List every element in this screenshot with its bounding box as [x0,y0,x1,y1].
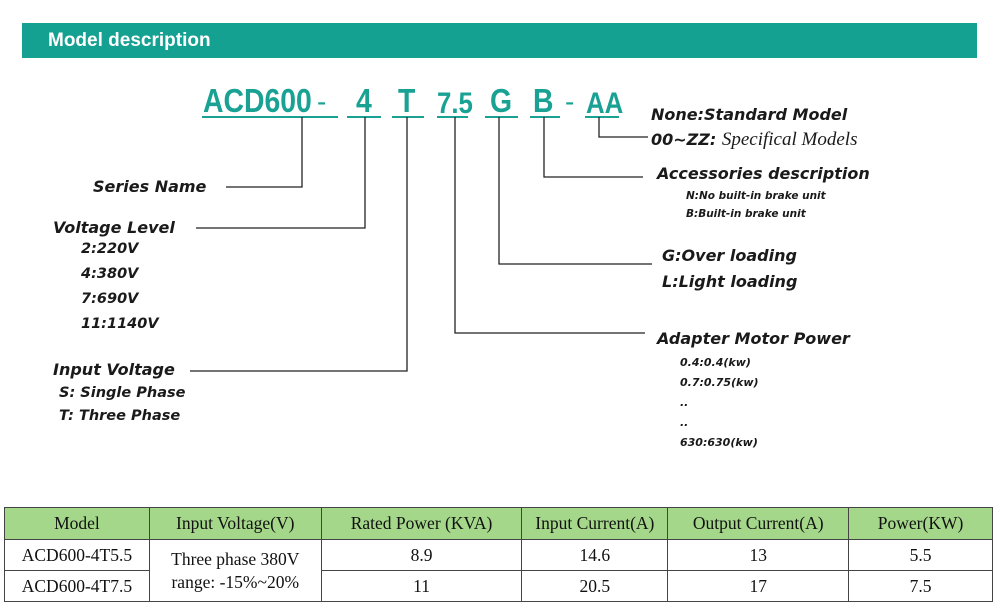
col-header-model: Model [4,507,150,540]
input-voltage-item: S: Single Phase [59,385,186,401]
code-voltage: 4 [356,82,372,119]
voltage-item: 11:1140V [81,316,159,332]
col-header-rated-power: Rated Power (KVA) [320,507,523,540]
label-accessories: Accessories description [657,164,870,183]
col-header-output-current: Output Current(A) [667,507,850,540]
cell-model: ACD600-4T5.5 [4,539,150,571]
special-text: Specifical Models [721,129,858,150]
cell-input-current: 14.6 [521,539,669,571]
col-header-input-current: Input Current(A) [521,507,669,540]
table-row: ACD600-4T5.5 Three phase 380V range: -15… [4,539,993,602]
special-prefix: 00~ZZ: [651,130,717,149]
label-standard-model: None:Standard Model [651,105,848,124]
voltage-item: 7:690V [81,291,139,307]
code-series: ACD600 [203,82,312,119]
accessory-item: B:Built-in brake unit [686,208,806,220]
voltage-item: 4:380V [81,266,139,282]
cell-rated-power: 11 [320,570,523,602]
code-power: 7.5 [437,87,473,120]
label-specifical-models: 00~ZZ: Specifical Models [651,129,857,151]
col-header-power: Power(KW) [848,507,993,540]
connector-special [598,117,648,138]
cell-power: 5.5 [848,539,993,571]
code-input: T [398,82,416,119]
connector-brake [543,117,643,178]
motor-power-item: 630:630(kw) [680,436,758,449]
motor-power-item: 0.4:0.4(kw) [680,356,751,369]
loading-item: L:Light loading [662,272,798,291]
input-voltage-item: T: Three Phase [59,408,181,424]
connector-load [498,117,652,265]
code-brake: B [533,82,554,119]
input-voltage-line: Three phase 380V [171,548,300,569]
code-dash-1: - [317,86,327,117]
motor-power-item: .. [680,396,689,409]
cell-input-current: 20.5 [521,570,669,602]
table-header-row: Model Input Voltage(V) Rated Power (KVA)… [4,507,993,540]
col-header-input-voltage: Input Voltage(V) [148,507,322,540]
section-header: Model description [22,23,977,58]
section-title: Model description [48,30,211,51]
connector-voltage [196,117,366,229]
input-voltage-line: range: -15%~20% [171,571,300,592]
cell-output-current: 17 [667,570,850,602]
connector-input [190,117,408,372]
cell-model: ACD600-4T7.5 [4,570,150,602]
spec-table: Model Input Voltage(V) Rated Power (KVA)… [4,507,993,602]
table-row: ACD600-4T7.5 11 20.5 17 7.5 [4,570,993,602]
cell-power: 7.5 [848,570,993,602]
connector-power [454,117,645,334]
motor-power-item: .. [680,416,689,429]
loading-item: G:Over loading [662,246,797,265]
cell-output-current: 13 [667,539,850,571]
label-voltage-level: Voltage Level [53,218,175,237]
code-dash-2: - [565,86,575,117]
voltage-item: 2:220V [81,241,139,257]
accessory-item: N:No built-in brake unit [686,190,826,202]
motor-power-item: 0.7:0.75(kw) [680,376,759,389]
code-special: AA [586,87,624,120]
code-load: G [490,82,513,119]
label-series-name: Series Name [93,177,207,196]
label-input-voltage: Input Voltage [53,360,175,379]
cell-rated-power: 8.9 [320,539,523,571]
label-motor-power: Adapter Motor Power [657,329,850,348]
connector-lines [190,116,652,372]
connector-series [226,117,303,188]
cell-input-voltage: Three phase 380V range: -15%~20% [148,539,322,602]
